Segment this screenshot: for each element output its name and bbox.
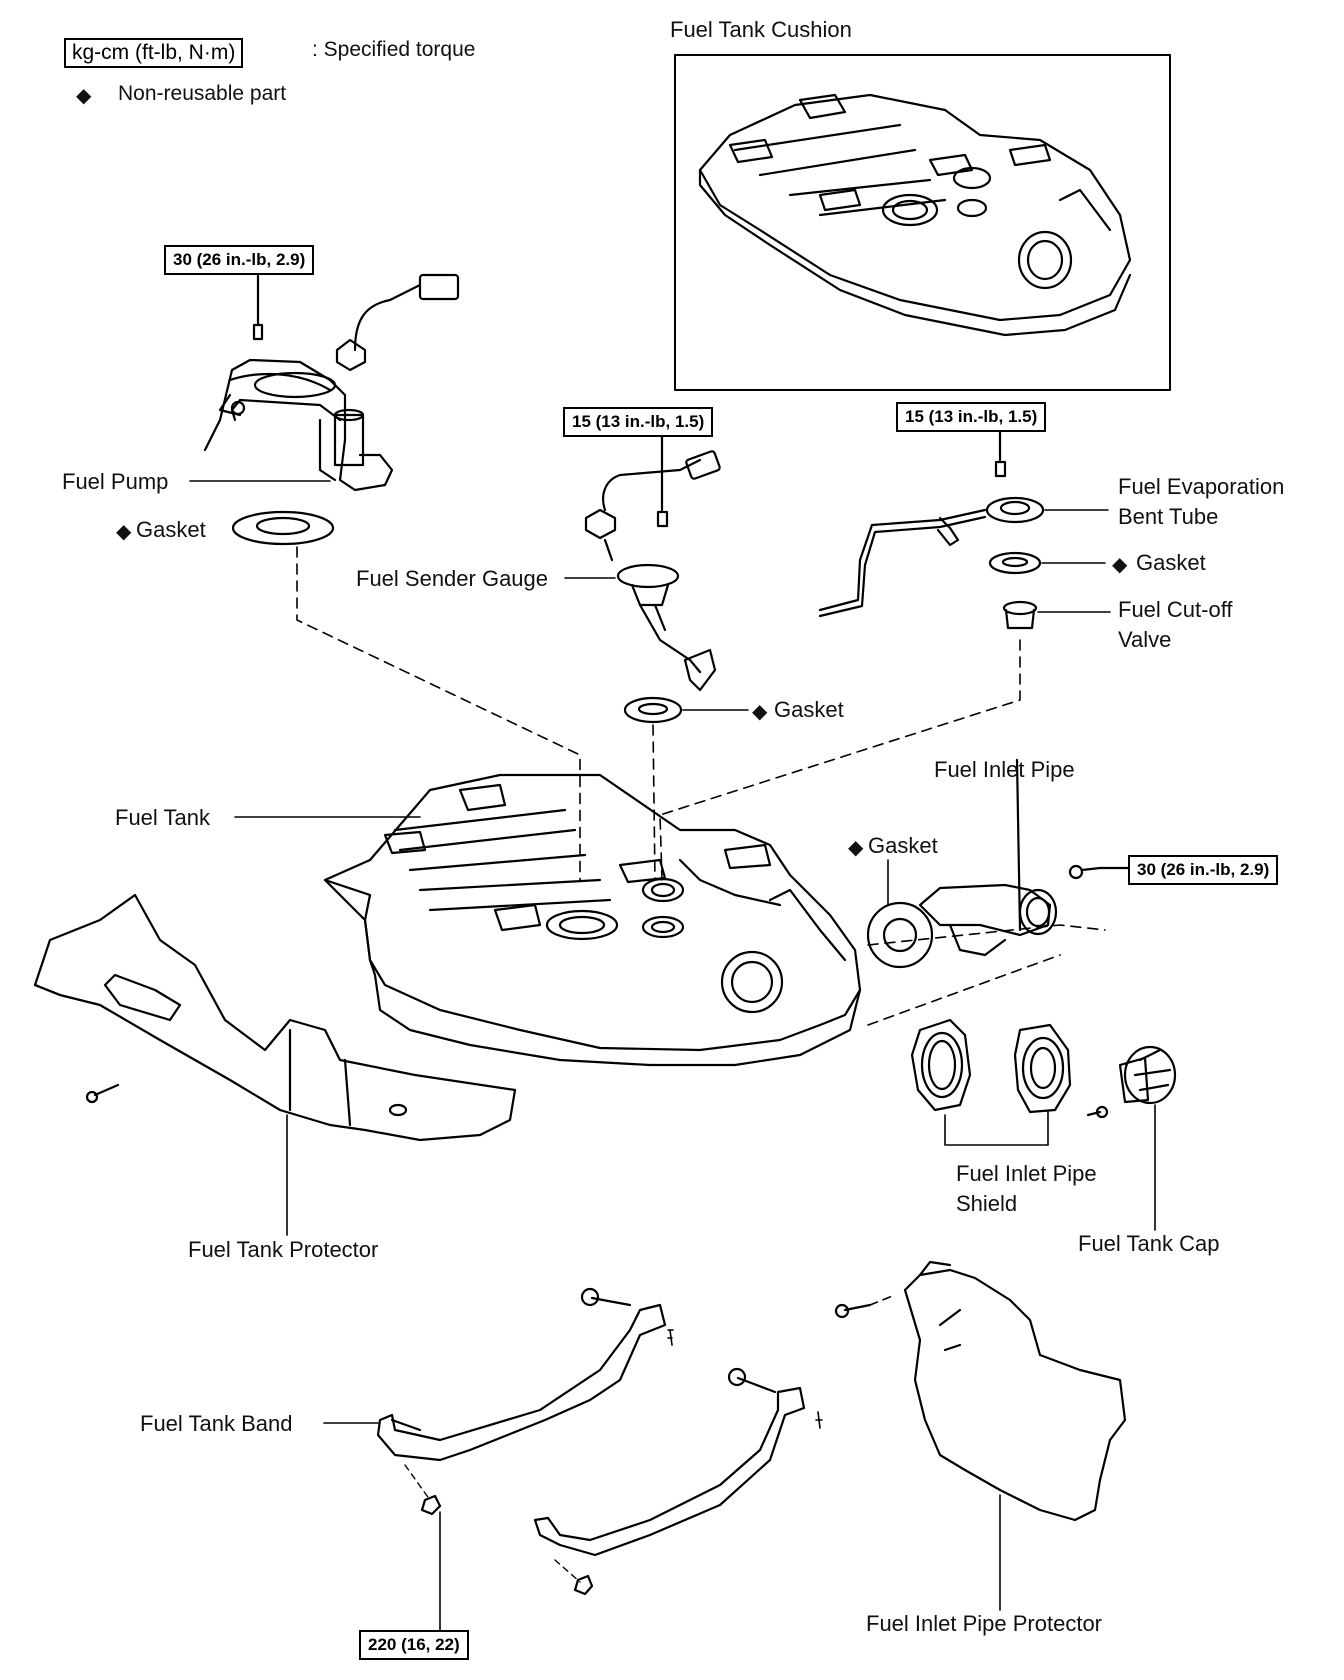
label-fuel-tank-band: Fuel Tank Band	[140, 1411, 293, 1436]
label-inlet-pipe-shield-line1: Fuel Inlet Pipe	[956, 1161, 1097, 1186]
label-cutoff-valve: Valve	[1118, 627, 1172, 652]
gasket-sender-illustration	[623, 696, 683, 724]
fuel-inlet-pipe-illustration	[918, 758, 1130, 957]
legend-nonreusable-text: Non-reusable part	[118, 82, 287, 105]
label-inlet-pipe-shield-line2: Shield	[956, 1191, 1018, 1216]
label-gasket-sender: Gasket	[774, 697, 844, 722]
fuel-tank-cushion-illustration	[674, 54, 1171, 391]
fuel-tank-illustration	[323, 773, 862, 1067]
gasket-pump-diamond-icon: ◆	[116, 521, 132, 543]
label-fuel-tank-cushion: Fuel Tank Cushion	[670, 17, 852, 42]
gasket-sender-diamond-icon: ◆	[752, 701, 768, 723]
fuel-sender-gauge-illustration	[584, 426, 721, 692]
gasket-inlet-illustration	[866, 859, 934, 969]
label-fuel-inlet-pipe: Fuel Inlet Pipe	[934, 757, 1075, 782]
label-gasket-inlet: Gasket	[868, 833, 938, 858]
torque-tank-band: 220 (16, 22)	[359, 1630, 469, 1660]
fuel-inlet-pipe-protector-illustration	[834, 1260, 1127, 1611]
label-fuel-tank-cap: Fuel Tank Cap	[1078, 1231, 1220, 1256]
fuel-tank-band-illustration	[376, 1287, 821, 1596]
inlet-dashed-guide	[867, 924, 1106, 1026]
gasket-inlet-diamond-icon: ◆	[848, 837, 864, 859]
fuel-tank-protector-illustration	[33, 893, 517, 1142]
label-fuel-evaporation: Fuel Evaporation	[1118, 474, 1285, 499]
label-fuel-cutoff: Fuel Cut-off	[1118, 597, 1233, 622]
label-fuel-pump: Fuel Pump	[62, 469, 169, 494]
legend-diamond-icon: ◆	[76, 85, 92, 107]
gasket-pump-illustration	[231, 510, 335, 546]
fuel-cutoff-valve-illustration	[1002, 600, 1038, 630]
label-fuel-inlet-pipe-protector: Fuel Inlet Pipe Protector	[866, 1611, 1103, 1636]
label-gasket-pump: Gasket	[136, 517, 206, 542]
clip-marks	[667, 1329, 823, 1421]
gasket-evap-illustration	[988, 551, 1042, 575]
torque-inlet-pipe: 30 (26 in.-lb, 2.9)	[1128, 855, 1279, 885]
sender-dashed-guide	[652, 724, 656, 881]
inlet-shield-leader	[944, 1111, 1049, 1146]
pump-dashed-guide	[296, 546, 581, 881]
label-fuel-tank: Fuel Tank	[115, 805, 210, 830]
label-bent-tube: Bent Tube	[1118, 504, 1219, 529]
torque-evap-tube: 15 (13 in.-lb, 1.5)	[896, 402, 1047, 432]
fuel-evaporation-bent-tube-illustration	[818, 426, 1045, 618]
fuel-tank-cap-illustration	[1118, 1045, 1177, 1231]
label-fuel-sender-gauge: Fuel Sender Gauge	[356, 566, 549, 591]
label-gasket-evap: Gasket	[1136, 550, 1206, 575]
legend-torque-text: : Specified torque	[312, 38, 476, 61]
fuel-pump-illustration	[203, 273, 460, 492]
torque-fuel-pump: 30 (26 in.-lb, 2.9)	[164, 245, 315, 275]
legend-torque-box: kg-cm (ft-lb, N·m)	[64, 38, 244, 68]
fuel-inlet-pipe-shield-illustration	[910, 1018, 1109, 1119]
torque-sender-gauge: 15 (13 in.-lb, 1.5)	[563, 407, 714, 437]
label-fuel-tank-protector: Fuel Tank Protector	[188, 1237, 379, 1262]
gasket-evap-diamond-icon: ◆	[1112, 554, 1128, 576]
